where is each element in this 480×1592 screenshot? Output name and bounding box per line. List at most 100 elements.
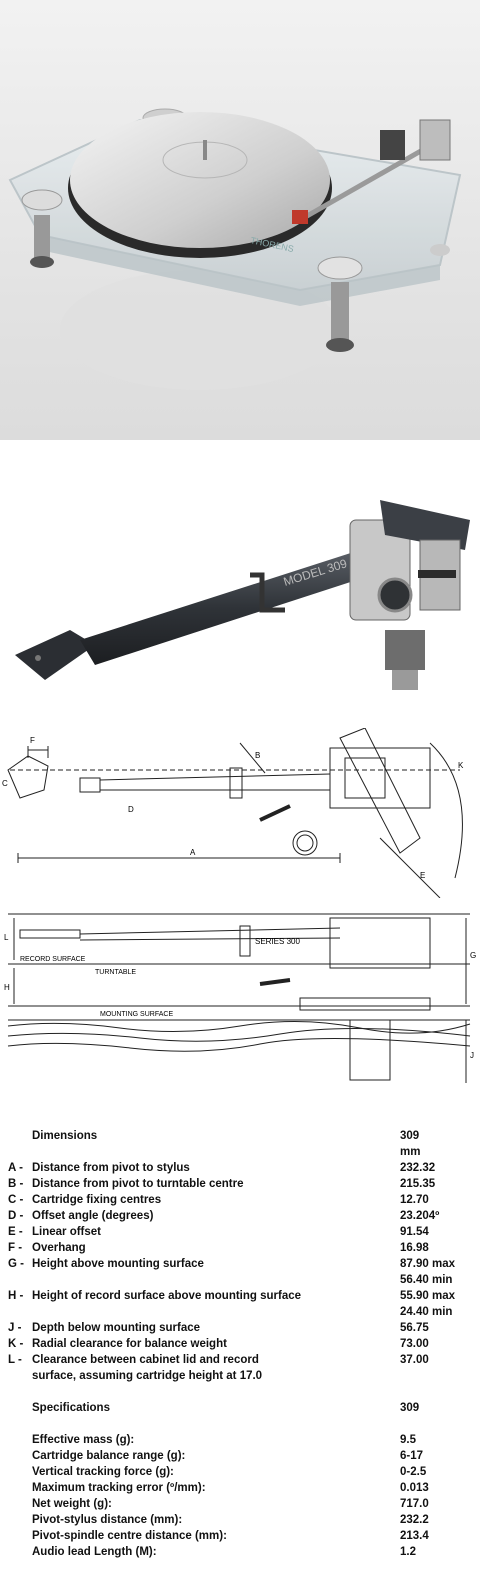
dimension-value: 55.90 max — [400, 1290, 455, 1302]
dimension-letter: A - — [8, 1162, 23, 1174]
dimension-row-continued: 56.40 min — [0, 1272, 480, 1288]
spec-row: Maximum tracking error (º/mm): 0.013 — [0, 1480, 480, 1496]
diagram-turntable: TURNTABLE — [95, 969, 136, 976]
dimension-letter: B - — [8, 1178, 24, 1190]
dimension-label: Distance from pivot to stylus — [32, 1162, 190, 1174]
diagram-mounting-surface: MOUNTING SURFACE — [100, 1011, 173, 1018]
dimension-row: C - Cartridge fixing centres 12.70 — [0, 1192, 480, 1208]
dimension-value: 73.00 — [400, 1338, 429, 1350]
dimension-value: 87.90 max — [400, 1258, 455, 1270]
spec-row: Net weight (g): 717.0 — [0, 1496, 480, 1512]
dimension-row: B - Distance from pivot to turntable cen… — [0, 1176, 480, 1192]
spec-label: Maximum tracking error (º/mm): — [32, 1482, 206, 1494]
spec-label: Effective mass (g): — [32, 1434, 135, 1446]
dimension-value: 12.70 — [400, 1194, 429, 1206]
spec-value: 717.0 — [400, 1498, 429, 1510]
specifications-heading: Specifications — [32, 1402, 110, 1414]
diagram-label-a: A — [190, 848, 196, 857]
dimension-row: H - Height of record surface above mount… — [0, 1288, 480, 1304]
spec-value: 232.2 — [400, 1514, 429, 1526]
diagram-record-surface: RECORD SURFACE — [20, 956, 86, 963]
dimension-letter: G - — [8, 1258, 24, 1270]
spec-value: 6-17 — [400, 1450, 424, 1462]
dimension-label: Overhang — [32, 1242, 86, 1254]
dimension-row-continued: 24.40 min — [0, 1304, 480, 1320]
dimension-label: Linear offset — [32, 1226, 102, 1238]
dimension-value: 37.00 — [400, 1354, 429, 1366]
top-view-diagram: F C D A B E K — [0, 727, 480, 899]
spec-row: Pivot-spindle centre distance (mm): 213.… — [0, 1528, 480, 1544]
diagram-label-d: D — [128, 805, 134, 814]
dimension-row: F - Overhang 16.98 — [0, 1240, 480, 1256]
dimension-label: Offset angle (degrees) — [32, 1210, 154, 1222]
side-view-drawing: L H G J RECORD SURFACE TURNTABLE MOUNTIN… — [4, 913, 476, 1083]
dimension-letter: K - — [8, 1338, 24, 1350]
dimensions-model: 309 — [400, 1130, 420, 1142]
spec-label: Audio lead Length (M): — [32, 1546, 157, 1558]
dimension-letter: D - — [8, 1210, 24, 1222]
dimension-value: 56.75 — [400, 1322, 429, 1334]
diagram-arm-text: SERIES 300 — [255, 937, 300, 946]
specifications-heading-row: Specifications 309 — [0, 1400, 480, 1416]
spec-value: 0.013 — [400, 1482, 429, 1494]
spec-value: 213.4 — [400, 1530, 429, 1542]
diagram-label-f: F — [30, 736, 35, 745]
dimension-row: A - Distance from pivot to stylus 232.32 — [0, 1160, 480, 1176]
spec-label: Pivot-stylus distance (mm): — [32, 1514, 183, 1526]
dimension-value-min: 24.40 min — [400, 1306, 453, 1318]
turntable-illustration: THORENS — [8, 108, 462, 390]
dimension-label-continued: surface, assuming cartridge height at 17… — [32, 1370, 263, 1382]
dimensions-unit: mm — [400, 1146, 421, 1158]
spec-row: Audio lead Length (M): 1.2 — [0, 1544, 480, 1560]
dimension-value: 91.54 — [400, 1226, 429, 1238]
spec-label: Vertical tracking force (g): — [32, 1466, 174, 1478]
dimension-row: D - Offset angle (degrees) 23.204º — [0, 1208, 480, 1224]
turntable-photo: THORENS — [0, 0, 480, 440]
spec-label: Pivot-spindle centre distance (mm): — [32, 1530, 227, 1542]
spec-label: Net weight (g): — [32, 1498, 112, 1510]
dimension-value: 215.35 — [400, 1178, 436, 1190]
diagram-label-e: E — [420, 871, 425, 880]
diagram-label-k: K — [458, 761, 464, 770]
spec-row: Effective mass (g): 9.5 — [0, 1432, 480, 1448]
dimension-value: 16.98 — [400, 1242, 429, 1254]
dimensions-unit-row: mm — [0, 1144, 480, 1160]
diagram-label-b: B — [255, 751, 260, 760]
top-view-drawing: F C D A B E K — [2, 727, 464, 899]
dimension-letter: J - — [8, 1322, 22, 1334]
tonearm-photo: MODEL 309 — [0, 480, 480, 720]
dimension-letter: H - — [8, 1290, 24, 1302]
dimension-row: L - Clearance between cabinet lid and re… — [0, 1352, 480, 1368]
dimension-label: Cartridge fixing centres — [32, 1194, 162, 1206]
spec-value: 1.2 — [400, 1546, 416, 1558]
diagram-label-g: G — [470, 951, 476, 960]
dimension-label: Depth below mounting surface — [32, 1322, 201, 1334]
dimension-letter: F - — [8, 1242, 23, 1254]
dimension-row: J - Depth below mounting surface 56.75 — [0, 1320, 480, 1336]
dimension-row: K - Radial clearance for balance weight … — [0, 1336, 480, 1352]
dimension-letter: C - — [8, 1194, 24, 1206]
dimension-row: G - Height above mounting surface 87.90 … — [0, 1256, 480, 1272]
dimension-value: 232.32 — [400, 1162, 436, 1174]
spec-label: Cartridge balance range (g): — [32, 1450, 186, 1462]
dimension-label: Clearance between cabinet lid and record — [32, 1354, 259, 1366]
dimensions-heading-row: Dimensions 309 — [0, 1128, 480, 1144]
dimension-label: Radial clearance for balance weight — [32, 1338, 227, 1350]
dimension-row-continued: surface, assuming cartridge height at 17… — [0, 1368, 480, 1384]
dimension-row: E - Linear offset 91.54 — [0, 1224, 480, 1240]
dimension-letter: E - — [8, 1226, 23, 1238]
spec-value: 0-2.5 — [400, 1466, 427, 1478]
dimension-value-min: 56.40 min — [400, 1274, 453, 1286]
dimension-value: 23.204º — [400, 1210, 440, 1222]
diagram-label-h: H — [4, 983, 10, 992]
diagram-label-c: C — [2, 779, 8, 788]
dimension-label: Height of record surface above mounting … — [32, 1290, 302, 1302]
diagram-label-j: J — [470, 1051, 474, 1060]
diagram-label-l: L — [4, 933, 9, 942]
side-view-diagram: L H G J RECORD SURFACE TURNTABLE MOUNTIN… — [0, 908, 480, 1090]
tonearm-illustration: MODEL 309 — [15, 500, 470, 690]
spec-row: Cartridge balance range (g): 6-17 — [0, 1448, 480, 1464]
dimension-label: Distance from pivot to turntable centre — [32, 1178, 244, 1190]
dimension-label: Height above mounting surface — [32, 1258, 204, 1270]
spec-value: 9.5 — [400, 1434, 416, 1446]
